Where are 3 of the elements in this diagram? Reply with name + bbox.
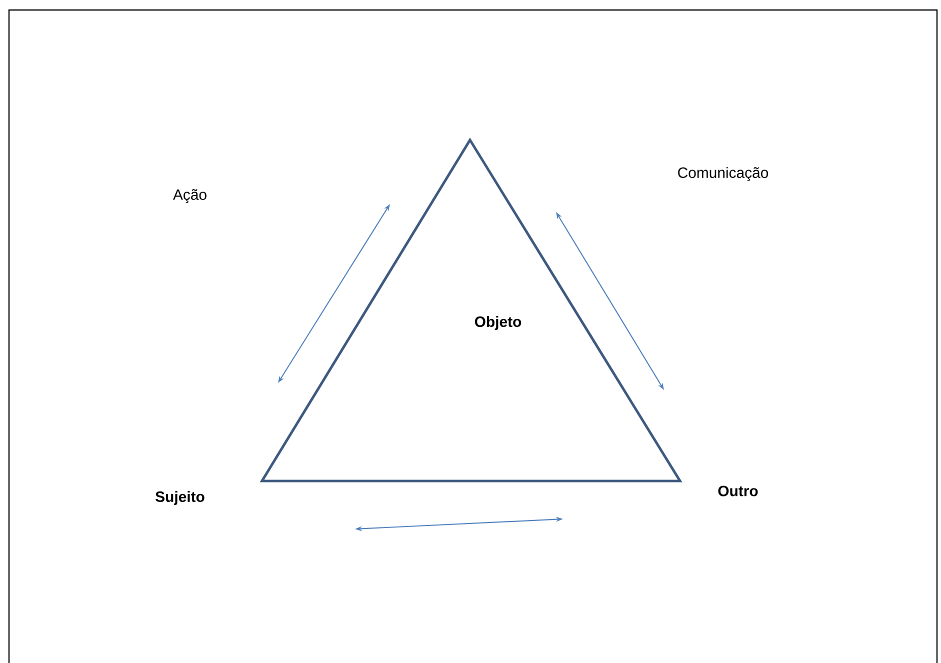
corner-label: Sujeito (156, 491, 204, 505)
corner-label: Outro (718, 486, 758, 496)
side-label: Ação (173, 189, 206, 203)
